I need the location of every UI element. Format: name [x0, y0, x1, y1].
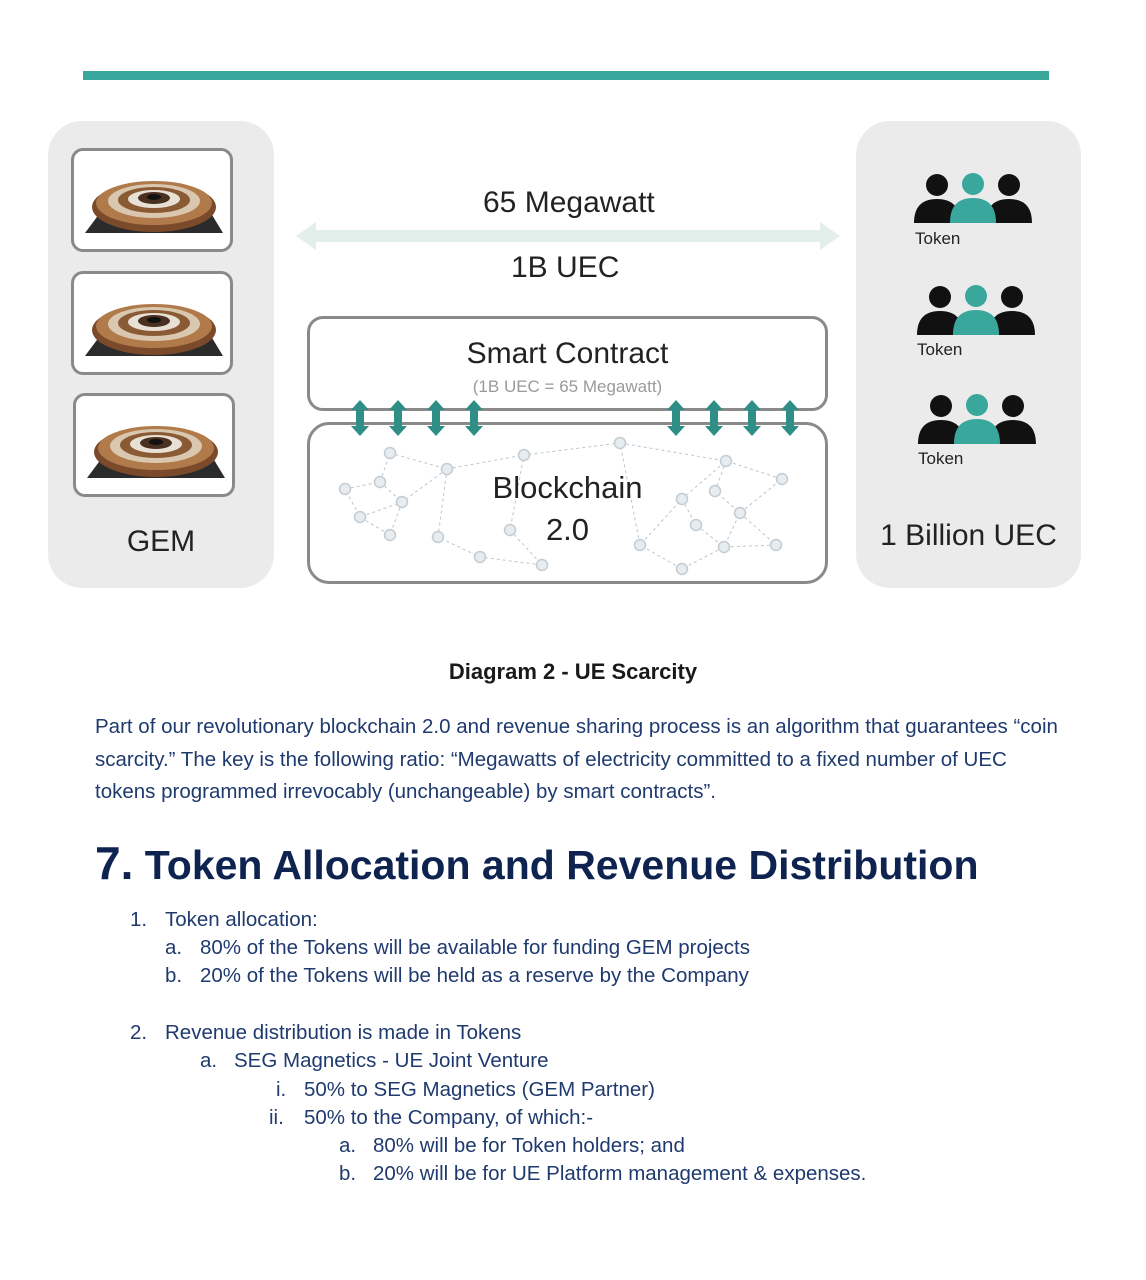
list-marker: 2.: [130, 1021, 148, 1044]
section-number: 7.: [95, 837, 134, 889]
power-label: 65 Megawatt: [483, 186, 655, 219]
token-label: Token: [917, 340, 963, 359]
list-item: 20% of the Tokens will be held as a rese…: [200, 964, 749, 987]
token-panel: Token Token Token 1 Billion UEC: [856, 121, 1081, 588]
gem-ring-icon: [85, 181, 223, 233]
gem-device-image: [71, 271, 233, 375]
token-holders-icon: [918, 394, 1036, 444]
list-item: Token allocation:: [165, 908, 318, 931]
uec-label: 1B UEC: [511, 251, 620, 284]
list-marker: b.: [165, 964, 183, 987]
token-holders-icon: [917, 285, 1035, 335]
smart-contract-subtitle: (1B UEC = 65 Megawatt): [472, 377, 663, 396]
list-item: 80% of the Tokens will be available for …: [200, 936, 751, 959]
list-item: 20% will be for UE Platform management &…: [373, 1162, 867, 1185]
list-marker: a.: [165, 936, 183, 959]
list-item: Revenue distribution is made in Tokens: [165, 1021, 522, 1044]
diagram-caption: Diagram 2 - UE Scarcity: [448, 659, 698, 684]
list-marker: b.: [339, 1162, 357, 1185]
gem-label: GEM: [126, 525, 196, 558]
section-heading: 7. Token Allocation and Revenue Distribu…: [95, 836, 979, 890]
list-item: 50% to the Company, of which:-: [304, 1106, 594, 1129]
list-marker: ii.: [269, 1106, 284, 1129]
top-accent-bar: [83, 71, 1049, 80]
list-marker: i.: [276, 1078, 287, 1101]
double-arrow-icon: [296, 222, 840, 250]
total-uec-label: 1 Billion UEC: [880, 519, 1057, 552]
blockchain-line1: Blockchain: [492, 470, 643, 505]
token-label: Token: [915, 229, 961, 248]
scarcity-paragraph: Part of our revolutionary blockchain 2.0…: [95, 715, 1058, 803]
smart-contract-title: Smart Contract: [466, 337, 669, 370]
blockchain-title: Blockchain 2.0: [310, 467, 825, 551]
gem-ring-icon: [87, 426, 225, 478]
blockchain-line2: 2.0: [545, 512, 590, 547]
list-marker: a.: [339, 1134, 357, 1157]
gem-device-image: [71, 148, 233, 252]
list-marker: 1.: [130, 908, 148, 931]
gem-device-image: [73, 393, 235, 497]
network-nodes-icon: [338, 436, 789, 576]
blockchain-box: Blockchain 2.0: [307, 422, 828, 584]
list-item: 80% will be for Token holders; and: [373, 1134, 685, 1157]
list-item: 50% to SEG Magnetics (GEM Partner): [304, 1078, 655, 1101]
gem-ring-icon: [85, 304, 223, 356]
token-label: Token: [918, 449, 964, 468]
token-holders-icon: [914, 173, 1032, 223]
gem-panel: GEM: [48, 121, 274, 588]
list-item: SEG Magnetics - UE Joint Venture: [234, 1049, 549, 1072]
sync-arrows-icon: [351, 400, 799, 436]
section-title: Token Allocation and Revenue Distributio…: [144, 842, 979, 888]
smart-contract-box: Smart Contract (1B UEC = 65 Megawatt): [307, 316, 828, 411]
list-marker: a.: [200, 1049, 218, 1072]
